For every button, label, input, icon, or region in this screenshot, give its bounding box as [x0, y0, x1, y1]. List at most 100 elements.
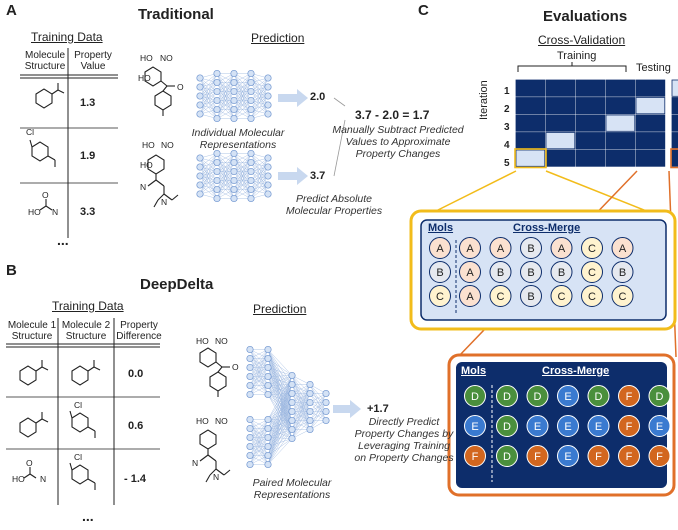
merge-circle-label: F — [534, 451, 541, 463]
network-node — [306, 380, 314, 389]
panel-b-net-label: Paired Molecular Representations — [252, 477, 332, 501]
merge-circle — [520, 237, 542, 259]
network-node — [264, 163, 272, 171]
merge-circle-label: A — [497, 243, 505, 255]
network-node — [213, 176, 221, 185]
cv-cell — [635, 149, 666, 167]
network-node — [288, 389, 296, 398]
mol-circle — [464, 415, 486, 437]
panel-a-arrow-bottom — [278, 167, 308, 185]
merge-circle — [611, 237, 634, 259]
network-node — [264, 345, 272, 354]
panel-a-arrow-top — [278, 89, 308, 107]
mol-circle — [429, 285, 451, 307]
panel-c-letter: C — [418, 2, 429, 19]
network-node — [230, 105, 238, 114]
merge-circle — [557, 415, 579, 437]
cv-cell — [635, 79, 666, 97]
network-node — [196, 83, 204, 91]
network-node — [264, 381, 272, 390]
network-node — [264, 460, 272, 469]
network-node — [213, 149, 221, 158]
merge-circle — [581, 237, 603, 259]
merge-circle — [550, 285, 573, 307]
merge-circle-label: C — [588, 291, 596, 303]
panel-b-col-difference: Property Difference — [116, 320, 162, 342]
merge-circle — [496, 445, 518, 467]
cv-cell — [515, 132, 546, 150]
merge-circle-label: A — [619, 243, 627, 255]
network-node — [230, 158, 238, 167]
merge-circle — [587, 415, 610, 437]
network-node — [288, 380, 296, 389]
merge-circle — [648, 385, 671, 407]
panel-a-letter: A — [6, 2, 17, 19]
network-node — [264, 451, 272, 460]
network-node — [213, 87, 221, 96]
network-node — [246, 345, 254, 354]
panel-a-pred-molecule-2 — [147, 154, 179, 208]
atom-cl-b1: Cl — [74, 400, 83, 410]
mol-circle-label: D — [471, 391, 479, 403]
panel-a-col-molecule: Molecule Structure — [24, 50, 66, 72]
panel-b-value-2: 0.6 — [128, 420, 144, 432]
atom-no2-b3: NO — [215, 416, 228, 426]
merge-circle — [526, 415, 549, 437]
network-node — [247, 105, 255, 114]
cv-iteration-label: Iteration — [478, 80, 490, 120]
cv-cell — [515, 114, 546, 132]
atom-no2-b2: NO — [215, 336, 228, 346]
mol-circle-label: E — [471, 421, 478, 433]
network-node — [247, 158, 255, 167]
network-node — [196, 190, 204, 198]
panel-b-output-note: Directly Predict Property Changes by Lev… — [354, 416, 454, 464]
cv-training-label: Training — [557, 50, 597, 62]
atom-o-a: O — [177, 82, 184, 92]
merge-circle — [557, 445, 579, 467]
network-node — [230, 194, 238, 203]
network-node — [247, 185, 255, 194]
network-node — [247, 96, 255, 105]
cv-testing-label: Testing — [636, 62, 671, 74]
merge-circle-label: A — [558, 243, 566, 255]
cv-bracket — [517, 62, 627, 72]
network-node — [230, 149, 238, 158]
network-node — [306, 407, 314, 416]
merge-circle-label: D — [503, 451, 511, 463]
network-node — [213, 96, 221, 105]
atom-cl-b2: Cl — [74, 452, 83, 462]
cv-cell — [575, 132, 606, 150]
cv-cell — [671, 97, 678, 115]
merge-circle — [459, 261, 481, 283]
cv-cell — [515, 79, 546, 97]
mol-circle-label: F — [472, 451, 479, 463]
atom-cl-a: Cl — [26, 127, 35, 137]
panel-b-output: +1.7 — [367, 403, 389, 415]
cv-cell — [671, 132, 678, 150]
network-node — [288, 434, 296, 443]
panel-a-net-label: Individual Molecular Representations — [191, 127, 285, 151]
panel-a-network-bottom — [196, 149, 272, 203]
cv-cell — [575, 114, 606, 132]
network-node — [230, 114, 238, 123]
network-node — [288, 425, 296, 434]
light-mols-label: Mols — [428, 222, 454, 234]
atom-n-a2: N — [161, 197, 168, 207]
panel-b-pred-molecules — [199, 347, 231, 483]
merge-circle — [581, 261, 603, 283]
network-node — [196, 92, 204, 100]
atom-ho-b3: HO — [196, 416, 209, 426]
atom-n-b4: N — [213, 472, 220, 482]
panel-a-output-bottom: 3.7 — [310, 170, 326, 182]
atom-ho-b2: HO — [196, 336, 209, 346]
network-node — [247, 194, 255, 203]
network-node — [264, 415, 272, 424]
network-node — [230, 185, 238, 194]
merge-circle-label: F — [595, 451, 602, 463]
network-node — [306, 425, 314, 434]
merge-circle-label: E — [595, 421, 602, 433]
cv-iteration-4: 4 — [504, 140, 510, 151]
panel-b-title: DeepDelta — [140, 276, 214, 293]
panel-a-value-3: 3.3 — [80, 206, 96, 218]
